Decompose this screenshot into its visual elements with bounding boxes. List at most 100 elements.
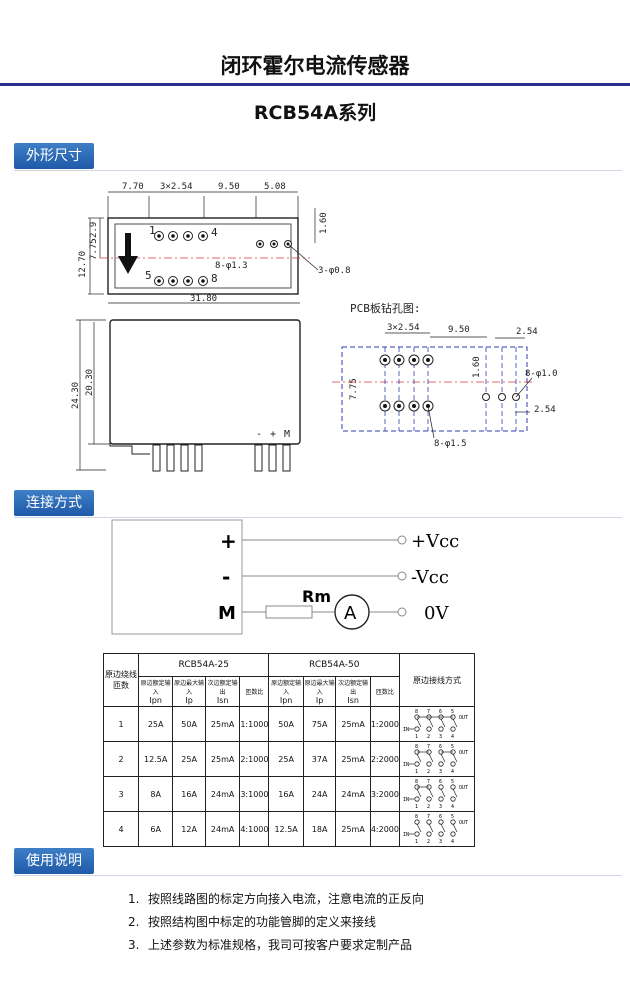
output-plus-vcc: +Vcc — [411, 531, 459, 552]
pin-link — [440, 788, 446, 798]
pin-number: 1 — [415, 839, 418, 845]
pin-sign-plus: + — [270, 429, 276, 440]
section-divider — [14, 517, 622, 518]
pin-number: 2 — [427, 769, 430, 775]
pin-link — [440, 753, 446, 763]
out-label: OUT — [459, 750, 468, 756]
section-divider — [14, 875, 622, 876]
pin-dot — [438, 831, 444, 837]
section-tab-usage: 使用说明 — [14, 848, 94, 874]
pin-number: 7 — [427, 814, 430, 820]
pin-number: 6 — [439, 709, 442, 715]
dim-left-b: 7.75 — [89, 238, 99, 260]
side-view-drawing: 24.30 20.30 - + M — [71, 319, 301, 472]
pin-dot — [426, 796, 432, 802]
pin-dot — [438, 784, 444, 790]
in-label: IN — [403, 832, 409, 838]
wiring-diagram: + - M Rm A +Vcc -Vcc 0V — [111, 519, 459, 635]
dim-side-outer: 24.30 — [71, 382, 81, 409]
pin-number: 6 — [439, 744, 442, 750]
pin-number: 5 — [451, 814, 454, 820]
in-label: IN — [403, 797, 409, 803]
out-label: OUT — [459, 785, 468, 791]
usage-list: 1.按照线路图的标定方向接入电流，注意电流的正反向 2.按照结构图中标定的功能管… — [128, 888, 424, 957]
pin-number: 7 — [427, 744, 430, 750]
usage-item: 3.上述参数为标准规格，我司可按客户要求定制产品 — [128, 938, 413, 952]
pin-dot — [450, 819, 456, 825]
hole-note: 8-φ1.3 — [215, 261, 248, 271]
pin-note: 3-φ0.8 — [318, 266, 351, 276]
table-subheader: 匝数比 — [369, 676, 401, 707]
pin-dot — [426, 726, 432, 732]
dim-bottom: 31.80 — [190, 294, 217, 304]
pin-dot — [414, 819, 420, 825]
pin-number: 3 — [439, 804, 442, 810]
dim-top-1: 7.70 — [122, 182, 144, 192]
spec-table: 原边绕线匝数 RCB54A-25 RCB54A-50 原边接线方式 原边额定输入… — [103, 653, 475, 847]
pin-dot — [426, 761, 432, 767]
pin-sign-m: M — [284, 429, 290, 440]
pin-label-4: 4 — [211, 226, 218, 239]
pin-dot — [438, 819, 444, 825]
pin-link — [416, 718, 422, 728]
pcb-note-big: 8-φ1.5 — [434, 439, 467, 449]
pin-link — [428, 823, 434, 833]
pcb-dim-v2: 7.75 — [349, 378, 359, 400]
table-group-25: RCB54A-25 — [137, 653, 270, 677]
pin-number: 5 — [451, 744, 454, 750]
pin-number: 3 — [439, 839, 442, 845]
pin-number: 2 — [427, 804, 430, 810]
pin-number: 1 — [415, 769, 418, 775]
pin-dot — [426, 819, 432, 825]
dim-top-3: 9.50 — [218, 182, 240, 192]
pin-number: 4 — [451, 769, 454, 775]
dim-side-inner: 20.30 — [85, 369, 95, 396]
pin-dot — [450, 761, 456, 767]
pin-dot — [450, 831, 456, 837]
pin-dot — [450, 726, 456, 732]
pin-dot — [438, 796, 444, 802]
usage-item: 1.按照线路图的标定方向接入电流，注意电流的正反向 — [128, 892, 425, 906]
dim-right: 1.60 — [319, 212, 329, 234]
dim-left-outer: 12.70 — [78, 251, 88, 278]
pin-dot — [414, 726, 420, 732]
output-minus-vcc: -Vcc — [411, 567, 449, 588]
resistor-label: Rm — [302, 587, 331, 606]
out-label: OUT — [459, 820, 468, 826]
pcb-dim-v1: 1.60 — [472, 356, 482, 378]
pin-number: 2 — [427, 839, 430, 845]
pin-label-1: 1 — [149, 224, 156, 237]
pin-dot — [414, 831, 420, 837]
pcb-dim-d: 2.54 — [534, 405, 556, 415]
table-subheader: 匝数比 — [239, 676, 270, 707]
pin-dot — [450, 796, 456, 802]
pin-dot — [426, 831, 432, 837]
pin-link — [440, 823, 446, 833]
pin-number: 7 — [427, 709, 430, 715]
pin-dot — [438, 761, 444, 767]
pin-number: 3 — [439, 734, 442, 740]
top-view-drawing: 7.70 3×2.54 9.50 5.08 12.70 2.9 7.75 1.6… — [78, 182, 351, 295]
pin-link — [440, 718, 446, 728]
pcb-note-small: 8-φ1.0 — [525, 369, 558, 379]
pin-number: 1 — [415, 804, 418, 810]
table-col-wiring: 原边接线方式 — [399, 653, 475, 707]
pin-sign-minus: - — [256, 429, 262, 440]
pin-link — [428, 718, 434, 728]
pcb-dim-a: 3×2.54 — [387, 323, 420, 333]
pin-label-5: 5 — [145, 269, 152, 282]
dim-top-4: 5.08 — [264, 182, 286, 192]
section-tab-connection: 连接方式 — [14, 490, 94, 516]
